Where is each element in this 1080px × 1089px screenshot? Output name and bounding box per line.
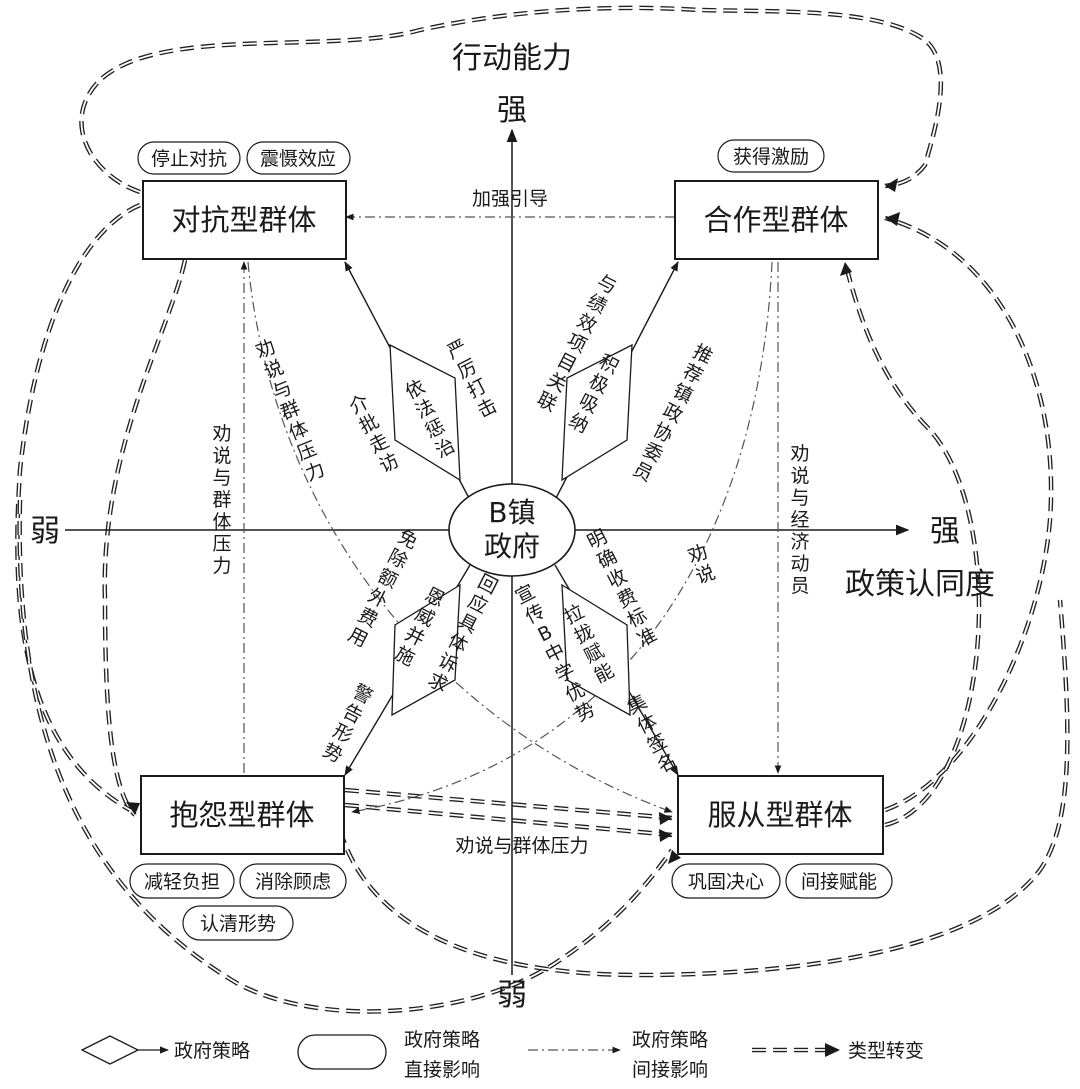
text-persuade-economic: 劝说与经济动员 xyxy=(790,443,809,597)
legend: 政府策略 政府策略 直接影响 政府策略 间接影响 类型转变 xyxy=(80,1029,924,1081)
box-complaining xyxy=(140,775,345,855)
legend-pill xyxy=(297,1034,387,1070)
transform-antagonistic-complaining xyxy=(102,259,188,817)
pills xyxy=(129,139,893,941)
transform-loop-left xyxy=(15,202,141,812)
box-cooperative xyxy=(674,180,879,260)
influence-cooperative-complaining xyxy=(351,261,773,814)
text-warn-situation: 警告形势 xyxy=(319,681,376,768)
y-axis-title: 行动能力 xyxy=(452,41,572,76)
diamond-lower-right xyxy=(561,583,631,717)
indirect-influence-lines xyxy=(240,213,782,814)
pill-text-get-incentive: 获得激励 xyxy=(733,146,809,168)
influence-antagonistic-obedient xyxy=(247,261,673,813)
center-ellipse xyxy=(448,483,576,577)
x-axis-left-label: 弱 xyxy=(30,514,60,549)
center-line2: 政府 xyxy=(484,530,540,563)
legend-double-dash-head xyxy=(825,1043,840,1057)
strategy-diamonds xyxy=(389,343,633,717)
pill-reduce-burden xyxy=(129,863,235,899)
label-complaining: 抱怨型群体 xyxy=(169,798,314,832)
pill-indirect-empower xyxy=(785,863,893,899)
text-persuade-pressure-1: 劝说与群体压力 xyxy=(212,423,231,577)
group-complaining: 抱怨型群体 xyxy=(140,775,345,855)
group-obedient: 服从型群体 xyxy=(677,775,884,855)
pill-text-reduce-burden: 减轻负担 xyxy=(144,871,220,893)
text-collective-sign: 集体签名 xyxy=(624,691,681,778)
transform-loop-left-bottom xyxy=(17,499,674,1014)
diamond-lower-left xyxy=(391,583,461,717)
legend-diamond xyxy=(80,1035,140,1065)
text-recommend-cppcc: 推荐镇政协委员 xyxy=(629,341,716,487)
pill-see-situation xyxy=(182,905,294,941)
legend-indirect-text-2: 间接影响 xyxy=(632,1059,708,1081)
text-law-punish: 依法惩治 xyxy=(402,376,459,463)
pill-text-indirect-empower: 间接赋能 xyxy=(801,871,877,893)
label-antagonistic: 对抗型群体 xyxy=(171,203,316,237)
pill-remove-worry xyxy=(239,863,347,899)
diamond-upper-right xyxy=(561,343,633,482)
pill-text-remove-worry: 消除顾虑 xyxy=(255,871,331,893)
text-persuade-pressure-2: 劝说与群体压力 xyxy=(253,336,328,486)
legend-direct-text-1: 政府策略 xyxy=(404,1029,480,1051)
pill-text-deterrence: 震慑效应 xyxy=(260,148,336,170)
pill-consolidate xyxy=(671,863,781,899)
diamond-upper-left xyxy=(389,343,461,482)
legend-strategy-text: 政府策略 xyxy=(174,1040,250,1062)
pill-text-consolidate: 巩固决心 xyxy=(688,871,764,893)
label-strengthen-guide: 加强引导 xyxy=(472,188,548,210)
type-transformation-paths xyxy=(15,5,1070,1014)
text-persuade: 劝说 xyxy=(685,541,718,589)
box-obedient xyxy=(677,775,884,855)
transform-arrowheads xyxy=(126,178,900,864)
group-cooperative: 合作型群体 xyxy=(674,180,879,260)
legend-direct-text-2: 直接影响 xyxy=(404,1059,480,1081)
center-line1: B镇 xyxy=(488,496,535,529)
y-axis-top-label: 强 xyxy=(497,93,527,128)
label-cooperative: 合作型群体 xyxy=(703,203,848,237)
pill-text-stop-confront: 停止对抗 xyxy=(151,148,227,170)
x-axis-title: 政策认同度 xyxy=(845,567,995,602)
label-obedient: 服从型群体 xyxy=(707,798,852,832)
pill-text-see-situation: 认清形势 xyxy=(200,913,276,935)
pill-get-incentive xyxy=(717,139,825,173)
legend-indirect-text-1: 政府策略 xyxy=(632,1029,708,1051)
box-antagonistic xyxy=(142,180,347,260)
legend-transform-text: 类型转变 xyxy=(848,1040,924,1062)
x-axis-right-label: 强 xyxy=(930,514,960,549)
label-persuade-pressure-bottom: 劝说与群体压力 xyxy=(455,835,588,857)
pill-stop-confront xyxy=(137,141,241,175)
pill-deterrence xyxy=(246,141,351,175)
y-axis-bottom-label: 弱 xyxy=(497,978,527,1013)
group-antagonistic: 对抗型群体 xyxy=(142,180,347,260)
